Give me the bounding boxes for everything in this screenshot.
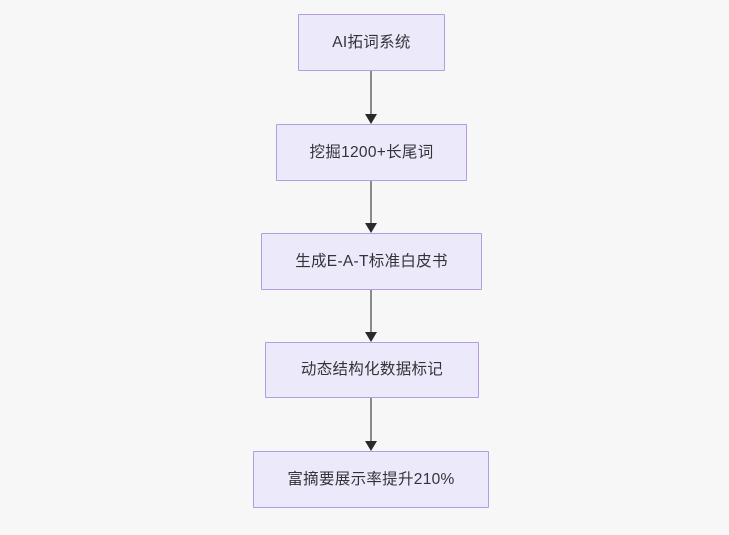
connector-shaft: [370, 71, 373, 114]
connector-shaft: [370, 290, 373, 332]
flowchart-node-rich-snippet-result[interactable]: 富摘要展示率提升210%: [253, 451, 489, 508]
connector-shaft: [370, 398, 373, 441]
flowchart-connector-arrow-2: [365, 181, 378, 233]
flowchart-node-label: 富摘要展示率提升210%: [287, 470, 455, 488]
connector-shaft: [370, 181, 373, 223]
flowchart-node-longtail-keywords[interactable]: 挖掘1200+长尾词: [276, 124, 467, 181]
arrow-down-icon: [365, 332, 377, 342]
arrow-down-icon: [365, 223, 377, 233]
flowchart-node-structured-data-markup[interactable]: 动态结构化数据标记: [265, 342, 479, 398]
flowchart-node-label: 动态结构化数据标记: [300, 361, 444, 379]
arrow-down-icon: [365, 114, 377, 124]
arrow-down-icon: [365, 441, 377, 451]
flowchart-node-label: AI拓词系统: [332, 33, 411, 51]
flowchart-connector-arrow-1: [365, 71, 378, 124]
flowchart-node-label: 挖掘1200+长尾词: [309, 143, 434, 161]
flowchart-connector-arrow-3: [365, 290, 378, 342]
flowchart-node-eat-whitepaper[interactable]: 生成E-A-T标准白皮书: [261, 233, 482, 290]
flowchart-node-ai-keyword-system[interactable]: AI拓词系统: [298, 14, 445, 71]
flowchart-connector-arrow-4: [365, 398, 378, 451]
flowchart-node-label: 生成E-A-T标准白皮书: [295, 252, 448, 270]
